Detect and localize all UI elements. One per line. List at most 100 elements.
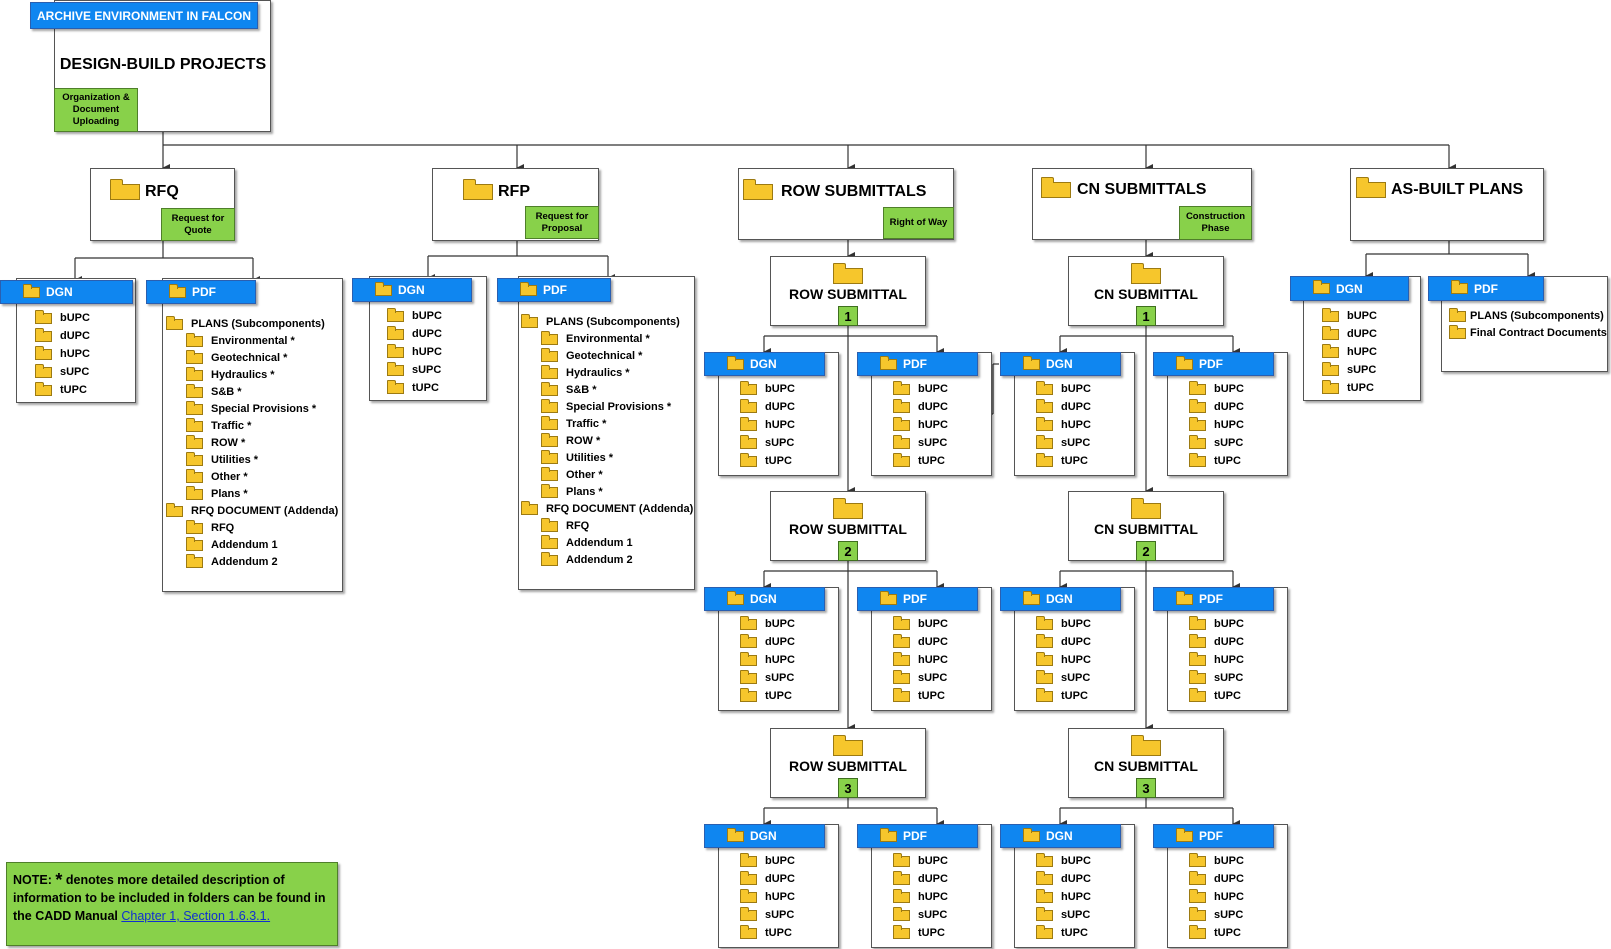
- list-item: Other *: [186, 468, 248, 483]
- list-item: sUPC: [740, 906, 794, 921]
- row-submittal-title: ROW SUBMITTAL: [789, 286, 907, 302]
- root-title: DESIGN-BUILD PROJECTS: [59, 56, 267, 73]
- folder-icon: [893, 906, 910, 921]
- folder-icon: [387, 343, 404, 358]
- list-item: hUPC: [740, 888, 795, 903]
- folder-icon: [520, 281, 537, 296]
- cadd-manual-link[interactable]: Chapter 1, Section 1.6.3.1.: [121, 909, 271, 923]
- list-item: dUPC: [893, 633, 948, 648]
- folder-icon: [1036, 852, 1053, 867]
- note-lead: NOTE:: [13, 873, 52, 887]
- list-item: Special Provisions *: [541, 398, 671, 413]
- cn-submittal-number: 3: [1136, 778, 1156, 798]
- list-item: sUPC: [387, 361, 441, 376]
- folder-icon: [893, 870, 910, 885]
- folder-icon: [740, 888, 757, 903]
- folder-icon: [387, 325, 404, 340]
- cn-submittal-title: CN SUBMITTAL: [1094, 286, 1198, 302]
- list-item: RFQ: [541, 517, 589, 532]
- folder-icon: [23, 283, 40, 298]
- folder-icon: [833, 498, 863, 519]
- folder-icon: [1176, 355, 1193, 370]
- list-item: sUPC: [1036, 906, 1090, 921]
- list-item: RFQ DOCUMENT (Addenda): [166, 502, 338, 517]
- list-item: tUPC: [1189, 687, 1241, 702]
- folder-icon: [740, 906, 757, 921]
- folder-icon: [186, 536, 203, 551]
- list-item: RFQ DOCUMENT (Addenda): [521, 500, 693, 515]
- folder-icon: [893, 687, 910, 702]
- folder-icon: [893, 633, 910, 648]
- folder-icon: [1189, 380, 1206, 395]
- list-item: sUPC: [1036, 434, 1090, 449]
- list-item: bUPC: [1322, 307, 1377, 322]
- folder-icon: [740, 651, 757, 666]
- folder-icon: [727, 827, 744, 842]
- folder-icon: [880, 590, 897, 605]
- folder-icon: [1449, 307, 1466, 322]
- list-item: bUPC: [740, 852, 795, 867]
- folder-icon: [1189, 633, 1206, 648]
- folder-icon: [893, 434, 910, 449]
- rfp-title: RFP: [463, 179, 530, 201]
- list-item: hUPC: [1036, 651, 1091, 666]
- list-item: dUPC: [1322, 325, 1377, 340]
- folder-icon: [541, 398, 558, 413]
- list-item: hUPC: [387, 343, 442, 358]
- folder-icon: [1322, 379, 1339, 394]
- folder-icon: [1189, 434, 1206, 449]
- archive-environment-header: ARCHIVE ENVIRONMENT IN FALCON: [30, 2, 258, 29]
- folder-icon: [541, 466, 558, 481]
- folder-icon: [727, 590, 744, 605]
- folder-icon: [1023, 590, 1040, 605]
- list-item: Geotechnical *: [186, 349, 287, 364]
- cn-dgn-header: DGN: [1000, 824, 1121, 848]
- list-item: bUPC: [893, 852, 948, 867]
- list-item: sUPC: [893, 906, 947, 921]
- list-item: hUPC: [893, 416, 948, 431]
- list-item: tUPC: [1036, 452, 1088, 467]
- list-item: Plans *: [541, 483, 603, 498]
- folder-icon: [1449, 324, 1466, 339]
- folder-icon: [1189, 870, 1206, 885]
- folder-icon: [1023, 355, 1040, 370]
- folder-icon: [833, 263, 863, 284]
- folder-icon: [833, 735, 863, 756]
- folder-icon: [1189, 924, 1206, 939]
- list-item: sUPC: [1189, 906, 1243, 921]
- list-item: sUPC: [893, 434, 947, 449]
- folder-icon: [387, 379, 404, 394]
- list-item: Utilities *: [186, 451, 258, 466]
- list-item: bUPC: [387, 307, 442, 322]
- folder-icon: [1036, 380, 1053, 395]
- list-item: tUPC: [893, 924, 945, 939]
- cn-pdf-header: PDF: [1153, 824, 1274, 848]
- row-pdf-header: PDF: [857, 352, 978, 376]
- note-text: denotes more detailed description of inf…: [13, 873, 326, 923]
- list-item: tUPC: [740, 687, 792, 702]
- list-item: sUPC: [35, 363, 89, 378]
- folder-icon: [186, 332, 203, 347]
- folder-icon: [375, 281, 392, 296]
- list-item: Hydraulics *: [186, 366, 275, 381]
- list-item: dUPC: [893, 870, 948, 885]
- row-submittal-title: ROW SUBMITTAL: [789, 521, 907, 537]
- folder-icon: [541, 449, 558, 464]
- folder-icon: [1036, 434, 1053, 449]
- folder-icon: [1356, 177, 1386, 198]
- folder-icon: [387, 361, 404, 376]
- folder-icon: [541, 347, 558, 362]
- list-item: bUPC: [1189, 852, 1244, 867]
- folder-icon: [35, 327, 52, 342]
- list-item: bUPC: [1036, 852, 1091, 867]
- list-item: sUPC: [893, 669, 947, 684]
- folder-icon: [35, 309, 52, 324]
- folder-icon: [740, 870, 757, 885]
- list-item: sUPC: [1036, 669, 1090, 684]
- folder-icon: [387, 307, 404, 322]
- list-item: Final Contract Documents: [1449, 324, 1607, 339]
- folder-icon: [893, 398, 910, 413]
- list-item: tUPC: [1036, 924, 1088, 939]
- folder-icon: [893, 380, 910, 395]
- list-item: tUPC: [893, 687, 945, 702]
